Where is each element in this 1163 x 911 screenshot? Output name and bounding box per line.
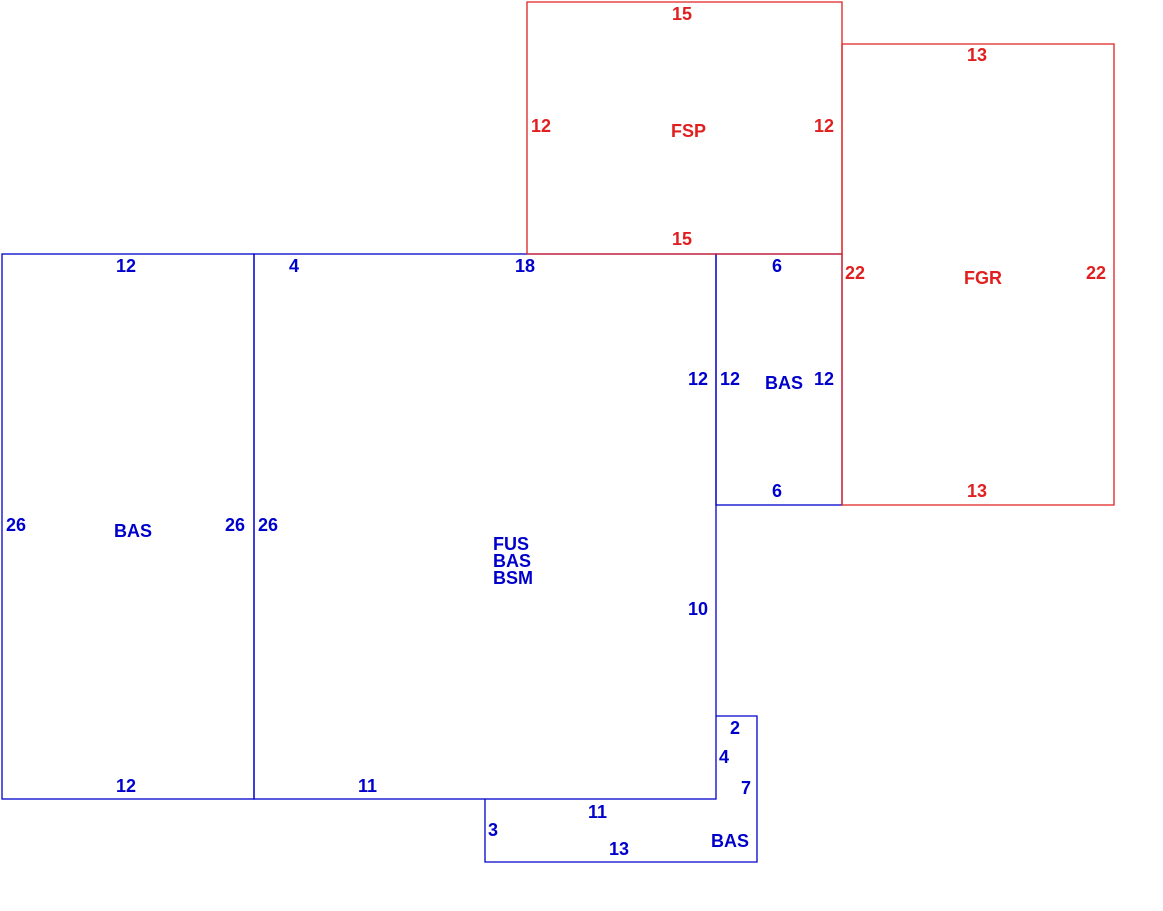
small-bas-code: BAS (765, 373, 803, 393)
main-right-upper-dimension: 12 (688, 369, 708, 389)
bottom-bas-outline (484, 715, 758, 863)
fsp-top-dimension: 15 (672, 4, 692, 24)
left-bas-right-dimension: 26 (225, 515, 245, 535)
left-bas-code: BAS (114, 521, 152, 541)
main-fus-outline (253, 253, 717, 800)
main-top-right-dimension: 18 (515, 256, 535, 276)
fgr-code: FGR (964, 268, 1002, 288)
main-code-fus: FUS (493, 534, 529, 554)
left-bas-bottom-dimension: 12 (116, 776, 136, 796)
main-left-dimension: 26 (258, 515, 278, 535)
bottom-bas-inner-side-dimension: 4 (719, 747, 729, 767)
left-bas-top-dimension: 12 (116, 256, 136, 276)
fgr-bottom-dimension: 13 (967, 481, 987, 501)
bottom-bas-code: BAS (711, 831, 749, 851)
fsp-bottom-dimension: 15 (672, 229, 692, 249)
fgr-top-dimension: 13 (967, 45, 987, 65)
left-bas-left-dimension: 26 (6, 515, 26, 535)
main-top-left-dimension: 4 (289, 256, 299, 276)
main-right-lower-dimension: 10 (688, 599, 708, 619)
fgr-outline (841, 43, 1115, 506)
fsp-outline (526, 1, 843, 255)
small-bas-left-dimension: 12 (720, 369, 740, 389)
bottom-bas-bottom-dimension: 13 (609, 839, 629, 859)
bottom-bas-left-dimension: 3 (488, 820, 498, 840)
fsp-left-dimension: 12 (531, 116, 551, 136)
small-bas-top-dimension: 6 (772, 256, 782, 276)
fsp-right-dimension: 12 (814, 116, 834, 136)
bottom-bas-top-dimension: 2 (730, 718, 740, 738)
fgr-right-dimension: 22 (1086, 263, 1106, 283)
main-code-bas: BAS (493, 551, 531, 571)
fsp-code: FSP (671, 121, 706, 141)
bottom-bas-right-dimension: 7 (741, 778, 751, 798)
small-bas-bottom-dimension: 6 (772, 481, 782, 501)
small-bas-right-dimension: 12 (814, 369, 834, 389)
bottom-bas-inner-top-dimension: 11 (588, 802, 607, 822)
main-bottom-dimension: 11 (358, 776, 377, 796)
fgr-left-dimension: 22 (845, 263, 865, 283)
main-code-bsm: BSM (493, 568, 533, 588)
